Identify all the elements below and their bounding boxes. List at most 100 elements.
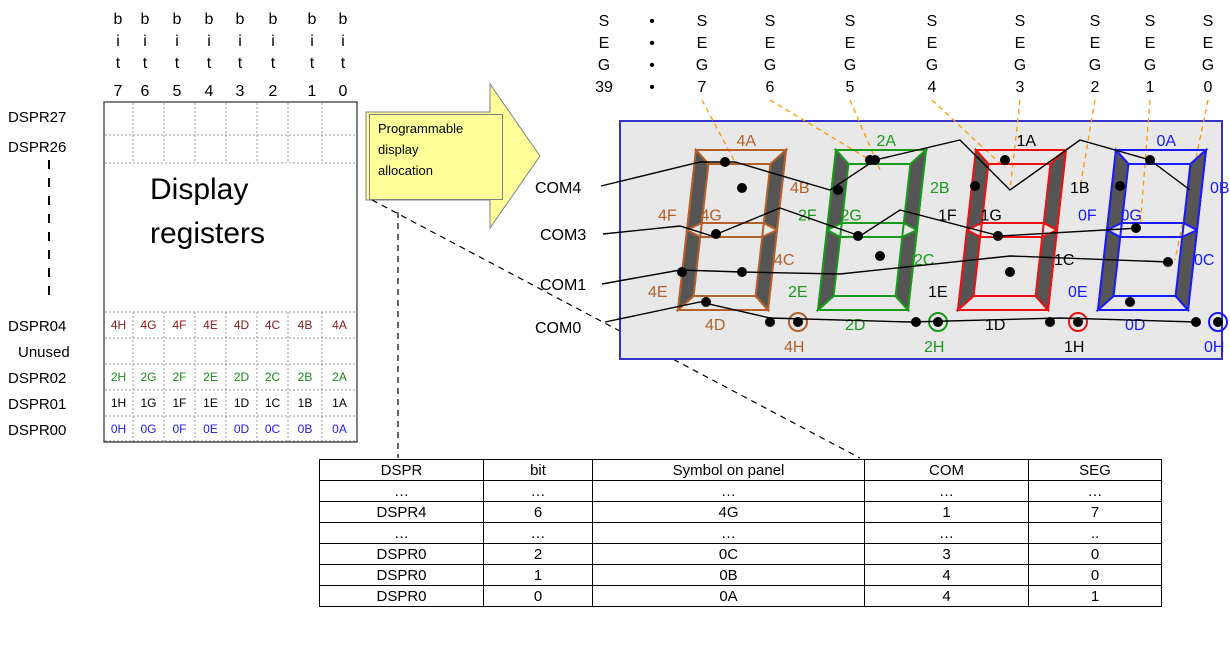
register-bit-cell: 2C <box>265 370 281 384</box>
callout-line-1: Programmable <box>378 121 464 136</box>
register-box-title-line1: Display <box>150 173 248 206</box>
bit-header-letter: b <box>269 11 278 28</box>
programmable-allocation-callout: Programmable display allocation <box>369 114 503 200</box>
table-cell: 0 <box>1028 543 1162 565</box>
seg-header-char: 2 <box>1091 79 1100 96</box>
segment-label-a: 1A <box>1017 133 1037 150</box>
bit-header-letter: i <box>310 33 314 50</box>
segment-E <box>1096 228 1122 313</box>
register-bit-cell: 1E <box>203 396 218 410</box>
junction-dot <box>1000 155 1010 165</box>
seg-header-char: 39 <box>595 79 613 96</box>
table-cell: 4 <box>864 585 1029 607</box>
segment-label-f: 1F <box>938 207 957 224</box>
bit-header-letter: b <box>236 11 245 28</box>
seg-header-dot: • <box>649 79 655 96</box>
seg-header-char: E <box>1015 35 1026 52</box>
segment-wire <box>1009 99 1021 191</box>
register-bit-cell: 4D <box>234 318 250 332</box>
table-cell: DSPR0 <box>319 585 484 607</box>
register-label-dspr26: DSPR26 <box>8 139 66 156</box>
register-bit-cell: 2E <box>203 370 218 384</box>
table-cell: … <box>864 480 1029 502</box>
junction-dot <box>737 183 747 193</box>
segment-label-b: 2B <box>930 180 950 197</box>
seg-header-char: E <box>1203 35 1214 52</box>
segment-wire <box>1079 99 1096 189</box>
bit-header-number: 1 <box>308 83 317 100</box>
common-lines <box>600 139 1201 327</box>
seg-header-char: 3 <box>1016 79 1025 96</box>
register-bit-cell: 2D <box>234 370 250 384</box>
table-cell: … <box>1028 480 1162 502</box>
segment-label-h: 2H <box>924 339 944 356</box>
table-cell: … <box>592 522 865 544</box>
table-cell: 0 <box>483 585 593 607</box>
table-cell: 0B <box>592 564 865 586</box>
register-bit-cell: 0D <box>234 422 250 436</box>
table-cell: … <box>483 522 593 544</box>
seg-header-char: S <box>1090 13 1101 30</box>
register-bit-cell: 0C <box>265 422 281 436</box>
segment-label-c: 0C <box>1194 252 1214 269</box>
bit-header-number: 0 <box>339 83 348 100</box>
com-label: COM1 <box>540 277 586 294</box>
segment-label-d: 4D <box>705 317 725 334</box>
junction-dot <box>677 267 687 277</box>
table-cell: 4G <box>592 501 865 523</box>
seg-header-dot: • <box>649 35 655 52</box>
bit-header-letter: i <box>341 33 345 50</box>
junction-dot <box>765 317 775 327</box>
bit-header-letter: i <box>116 33 120 50</box>
seg-header-char: 4 <box>928 79 937 96</box>
bit-header-number: 2 <box>269 83 278 100</box>
bit-header-letter: b <box>173 11 182 28</box>
segment-label-g: 0G <box>1121 207 1142 224</box>
seg-header-char: S <box>697 13 708 30</box>
segment-label-b: 0B <box>1210 180 1230 197</box>
register-bit-cell: 4A <box>332 318 347 332</box>
segment-wire <box>931 99 1006 169</box>
seg-header-char: 1 <box>1146 79 1155 96</box>
register-bit-cell: 2F <box>172 370 186 384</box>
common-wire <box>600 139 1191 191</box>
junction-dot <box>875 251 885 261</box>
seg-header-char: E <box>599 35 610 52</box>
seg-header-char: G <box>1014 57 1026 74</box>
register-row-label: DSPR02 <box>8 370 66 387</box>
table-cell: 1 <box>1028 585 1162 607</box>
seg-header-char: S <box>599 13 610 30</box>
decimal-point-dot <box>1213 317 1223 327</box>
register-bit-cell: 1B <box>298 396 313 410</box>
table-cell: DSPR0 <box>319 543 484 565</box>
segment-G <box>839 222 905 238</box>
bit-header-letter: i <box>175 33 179 50</box>
bit-header-letter: t <box>116 55 121 72</box>
register-bit-cell: 4F <box>172 318 186 332</box>
common-wire <box>601 255 1171 285</box>
mapping-table: DSPR bit Symbol on panel COM SEG ……………DS… <box>319 459 1162 607</box>
callout-line-3: allocation <box>378 163 433 178</box>
junction-dot <box>701 297 711 307</box>
junction-dot <box>911 317 921 327</box>
segment-label-e: 1E <box>928 284 948 301</box>
register-bit-cell: 2G <box>140 370 156 384</box>
register-row-label: DSPR04 <box>8 318 66 335</box>
table-cell: 1 <box>483 564 593 586</box>
register-bit-cell: 4E <box>203 318 218 332</box>
segment-label-a: 4A <box>737 133 757 150</box>
segment-label-e: 0E <box>1068 284 1088 301</box>
segment-wire <box>769 99 871 161</box>
segment-label-c: 1C <box>1054 252 1074 269</box>
seg-header-char: S <box>927 13 938 30</box>
bit-header-letter: i <box>207 33 211 50</box>
bit-header-number: 5 <box>173 83 182 100</box>
junction-dot <box>1045 317 1055 327</box>
bit-header-letter: i <box>143 33 147 50</box>
bit-header-letter: t <box>310 55 315 72</box>
seg-header-char: E <box>845 35 856 52</box>
